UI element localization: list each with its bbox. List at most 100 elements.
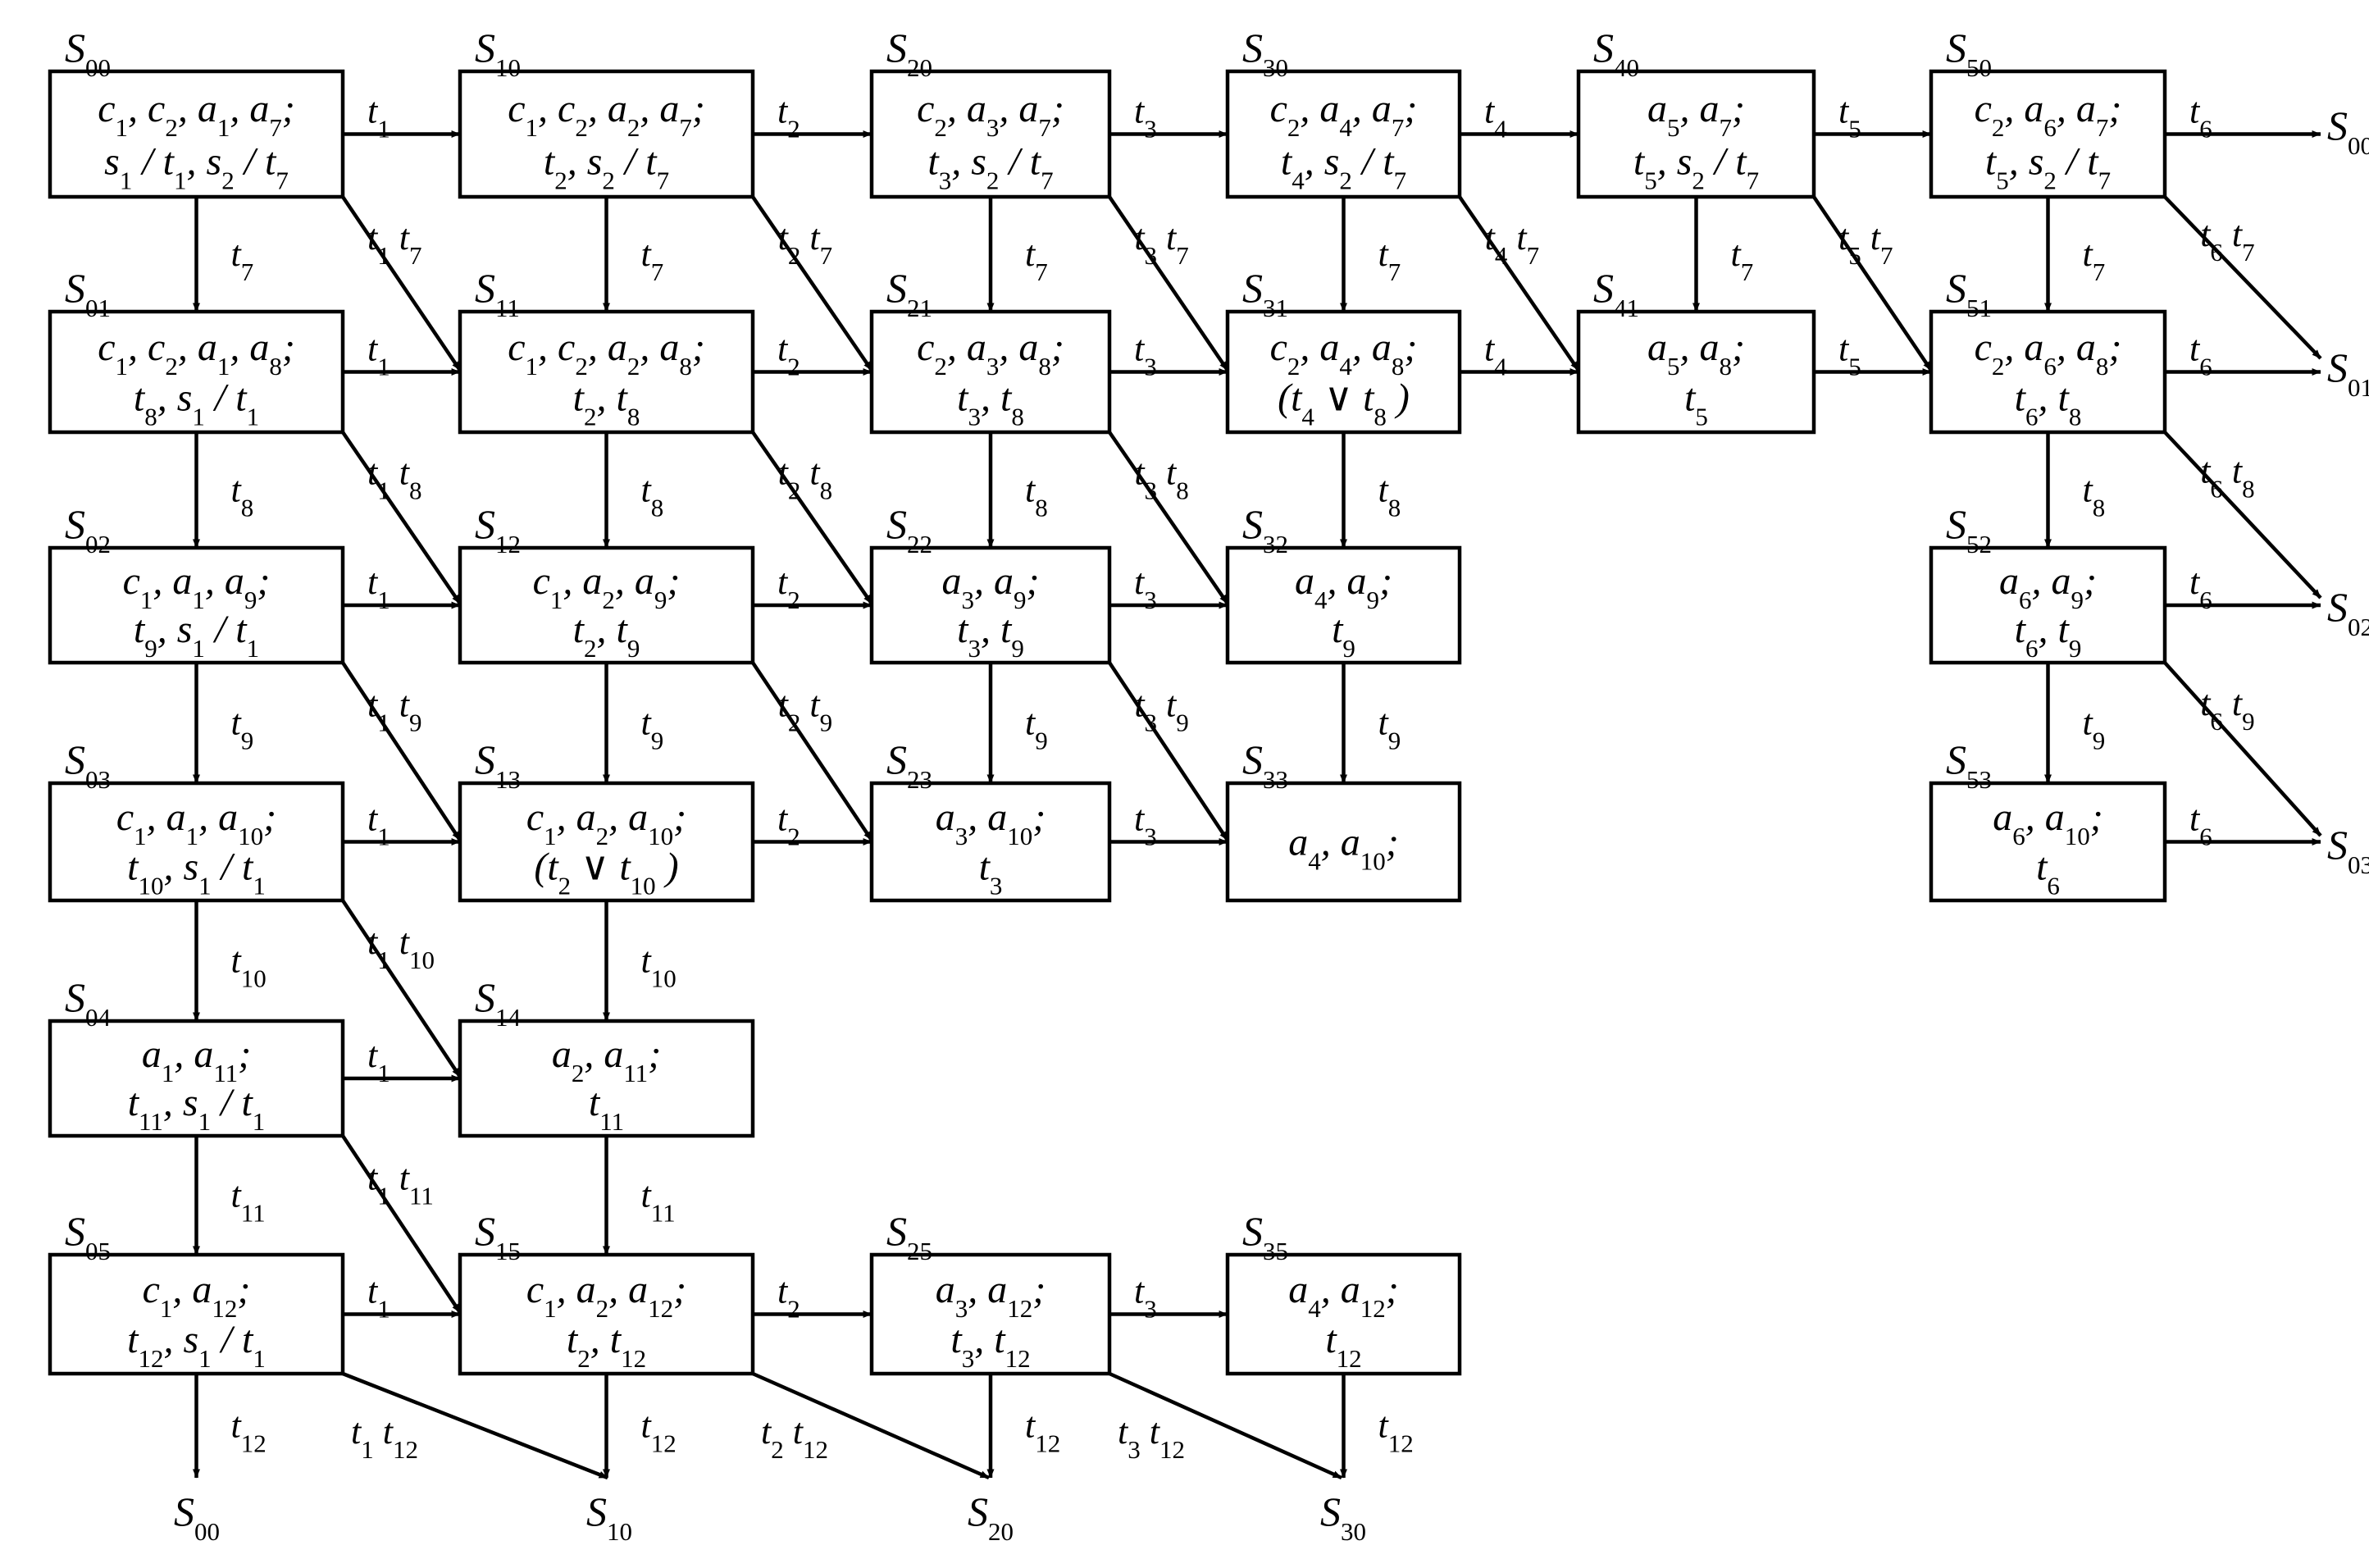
state-label: S13: [475, 736, 521, 794]
state-line-1: c2, a3, a8;: [917, 326, 1064, 381]
state-box: [458, 545, 755, 665]
edge-s01-s11: t1: [343, 329, 461, 381]
state-line-2: t12, s1 / t1: [127, 1318, 266, 1373]
terminal-s25-out: S20: [968, 1488, 1014, 1546]
state-box: [1929, 781, 2167, 903]
state-box: [1929, 309, 2167, 435]
terminal-s35-out: S30: [1320, 1488, 1366, 1546]
edge-s22-s33: t3 t9: [1108, 661, 1229, 841]
state-line-2: t12: [1325, 1318, 1361, 1373]
edge-s00-s01: t7: [193, 197, 253, 312]
edge-s15-s25: t2: [753, 1271, 872, 1324]
edge-label: t5: [1838, 329, 1861, 381]
state-line-2: t9, s1 / t1: [134, 608, 259, 663]
edge-label: t5: [1838, 91, 1861, 144]
state-line-1: a3, a9;: [942, 559, 1040, 614]
edge-arrow: [752, 1371, 990, 1480]
edge-label: t8: [231, 470, 254, 522]
state-box: [48, 545, 345, 665]
edge-label: t8: [1378, 470, 1401, 522]
state-label: S35: [1242, 1208, 1288, 1265]
edge-s50-s51: t7: [2044, 197, 2105, 312]
edge-label: t1 t11: [367, 1157, 434, 1210]
state-label: S03: [65, 736, 111, 794]
edge-label: t9: [2083, 703, 2106, 755]
edge-s00-s11: t1 t7: [341, 195, 462, 371]
state-label: S10: [475, 25, 521, 82]
state-line-2: t11, s1 / t1: [128, 1081, 266, 1136]
state-label: S40: [1593, 25, 1639, 82]
edge-label: t7: [1025, 234, 1048, 286]
edge-label: t12: [1025, 1406, 1060, 1458]
edge-s20-s30: t3: [1109, 91, 1228, 143]
edge-s00-s10: t1: [343, 91, 461, 143]
edge-s12-s22: t2: [753, 562, 872, 614]
edge-s11-s21: t2: [753, 329, 872, 381]
state-line-1: c1, c2, a2, a8;: [508, 326, 705, 381]
edge-label: t9: [641, 703, 664, 755]
edge-s10-s20: t2: [753, 91, 872, 143]
state-box: [869, 1252, 1112, 1376]
edge-s11-s12: t8: [603, 432, 664, 549]
state-line-1: c1, a2, a9;: [533, 559, 681, 614]
state-line-1: a1, a11;: [142, 1032, 251, 1087]
edge-label: t2: [777, 1271, 800, 1324]
edge-s13-s23: t2: [753, 799, 872, 850]
edge-s01-s12: t1 t8: [341, 431, 462, 605]
state-label: S02: [65, 501, 111, 558]
edge-s41-s51: t5: [1814, 329, 1932, 381]
state-box: [48, 69, 345, 199]
state-line-2: t5, s2 / t7: [1633, 139, 1759, 194]
edge-label: t1: [367, 562, 390, 614]
state-label: S32: [1242, 501, 1288, 558]
state-line-2: t2, t9: [573, 608, 640, 663]
state-line-2: t3, t9: [957, 608, 1024, 663]
edge-arrow: [2163, 661, 2322, 837]
edge-s50-s51-out: t6 t7: [2163, 195, 2322, 360]
edge-s21-s22: t8: [986, 432, 1048, 549]
edge-label: t2 t9: [778, 685, 832, 737]
state-box: [458, 1019, 755, 1138]
state-line-1: c1, a2, a12;: [526, 1268, 686, 1323]
edge-s35-s35-out: t12: [1340, 1374, 1414, 1479]
state-box: [1225, 545, 1462, 665]
edge-s10-s21: t2 t7: [751, 195, 873, 371]
edge-label: t6: [2189, 799, 2212, 851]
state-line-2: t5: [1684, 376, 1708, 431]
edge-label: t1 t9: [367, 685, 421, 737]
state-box: [1576, 69, 1816, 199]
edge-s15-s25-out: t2 t12: [752, 1371, 990, 1480]
edge-label: t7: [1378, 234, 1401, 286]
edge-s02-s12: t1: [343, 562, 461, 614]
edge-label: t3: [1134, 1271, 1157, 1324]
edge-s02-s13: t1 t9: [341, 661, 462, 841]
state-line-2: t11: [589, 1081, 624, 1136]
state-label: S14: [475, 974, 522, 1032]
edge-label: t9: [1378, 703, 1401, 755]
state-line-2: t10, s1 / t1: [127, 845, 266, 900]
edge-s51-s51-out: t6: [2165, 329, 2321, 381]
edge-s13-s14: t10: [603, 900, 677, 1022]
terminal-s52-out: S02: [2327, 584, 2369, 641]
edge-label: t11: [231, 1175, 266, 1228]
state-line-1: c1, c2, a1, a8;: [98, 326, 295, 381]
edge-label: t1 t8: [367, 453, 421, 505]
state-line-2: t8, s1 / t1: [134, 376, 259, 431]
state-label: S33: [1242, 736, 1288, 794]
edge-s53-s53-out: t6: [2165, 799, 2321, 851]
edge-label: t2 t7: [778, 217, 832, 270]
state-label: S01: [65, 265, 111, 322]
edge-s02-s03: t9: [193, 663, 253, 784]
edge-label: t8: [641, 470, 664, 522]
